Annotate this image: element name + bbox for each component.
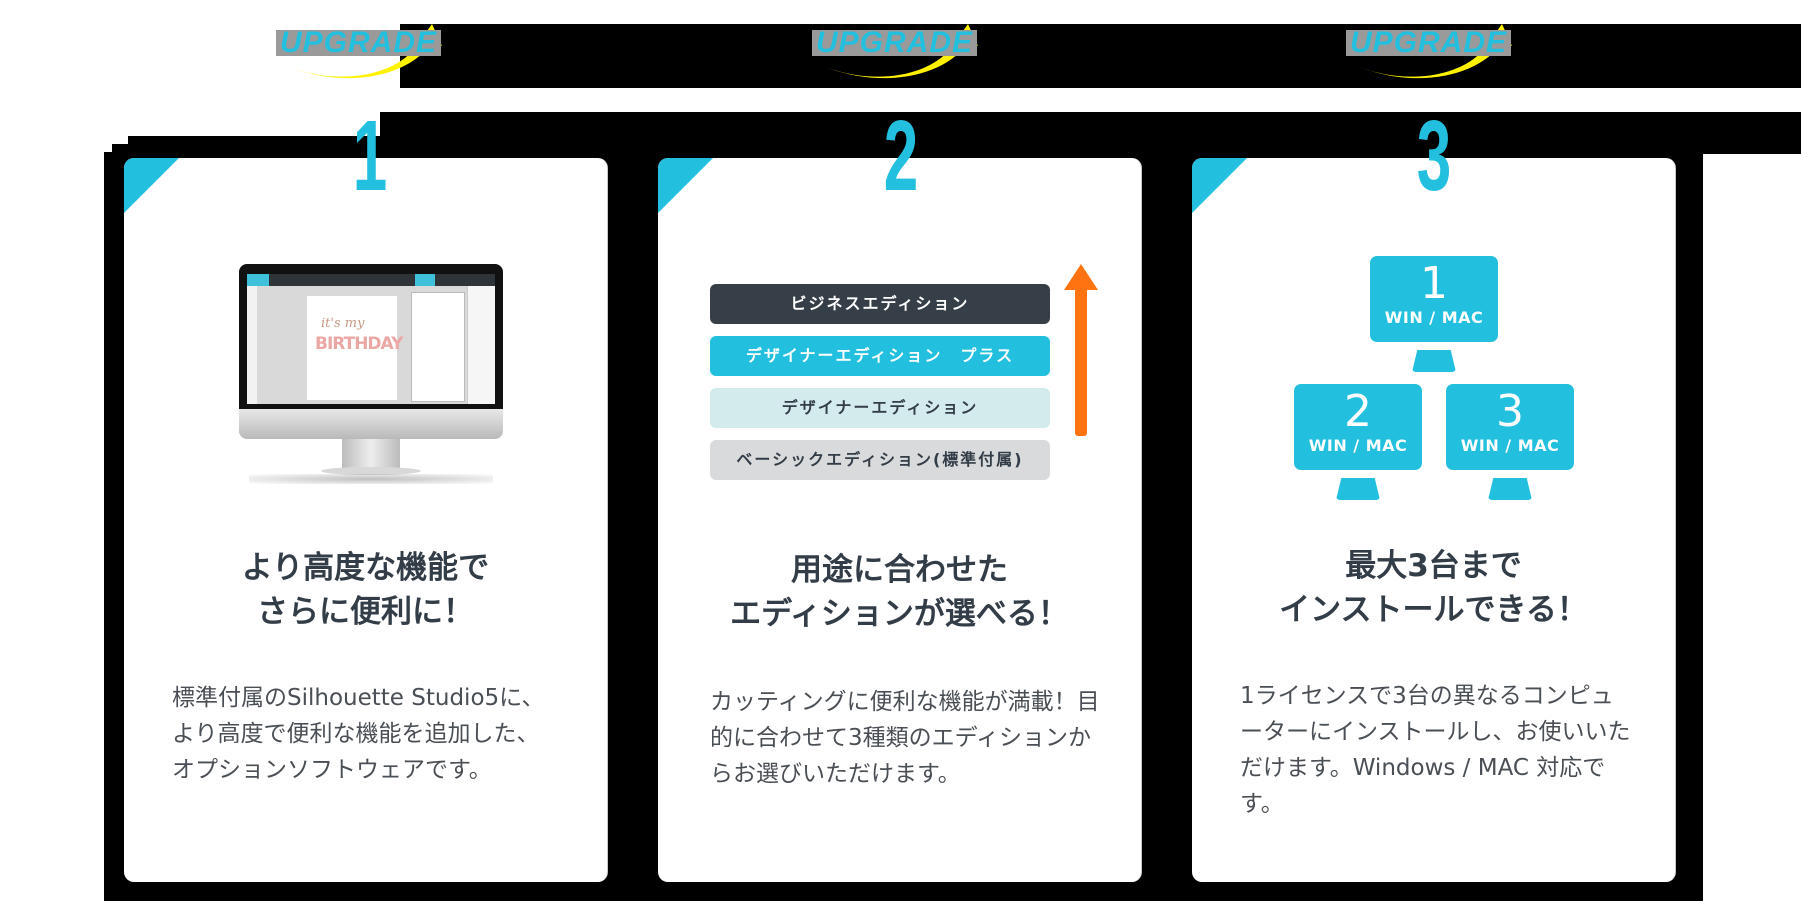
card-title-line2: さらに便利に！ (257, 594, 474, 630)
upgrade-label: UPGRADE (1346, 28, 1512, 58)
upgrade-badge-1: UPGRADE (272, 16, 462, 86)
card-corner-accent (658, 158, 713, 213)
monitor-screen: it's my BIRTHDAY (247, 274, 495, 404)
monitor-stand (342, 439, 400, 469)
app-right-toolbar (467, 286, 495, 404)
edition-business: ビジネスエディション (710, 284, 1050, 324)
card-title-line2: インストールできる！ (1279, 592, 1588, 628)
card-title: 最大3台まで インストールできる！ (1192, 544, 1675, 632)
computer-os: WIN / MAC (1384, 308, 1484, 327)
computer-stand (1488, 478, 1532, 500)
edition-designer: デザイナーエディション (710, 388, 1050, 428)
edition-designer-plus: デザイナーエディション プラス (710, 336, 1050, 376)
design-text-line1: it's my (321, 316, 365, 331)
card-description: 1ライセンスで3台の異なるコンピューターにインストールし、お使いいただけます。W… (1240, 683, 1631, 817)
computer-screen: 3 WIN / MAC (1446, 384, 1574, 470)
monitor-illustration: it's my BIRTHDAY (239, 264, 503, 488)
card-corner-accent (124, 158, 179, 213)
upgrade-badge-2: UPGRADE (808, 16, 998, 86)
card-title: 用途に合わせた エディションが選べる！ (658, 548, 1141, 636)
upgrade-arrow-shaft (1075, 286, 1087, 436)
computer-number: 3 (1496, 386, 1524, 437)
feature-card-3: 1 WIN / MAC 2 WIN / MAC 3 WIN / MAC 最大3台… (1192, 158, 1676, 882)
design-page: it's my BIRTHDAY (307, 296, 403, 400)
design-text-line2: BIRTHDAY (315, 334, 403, 354)
upgrade-label: UPGRADE (812, 28, 978, 58)
step-number-3: 3 (1416, 100, 1452, 212)
upgrade-label: UPGRADE (276, 28, 442, 58)
monitor-chin (239, 409, 503, 439)
monitor-base (321, 467, 421, 475)
computer-icon-1: 1 WIN / MAC (1370, 256, 1498, 381)
computer-stand (1336, 478, 1380, 500)
step-number-1: 1 (352, 100, 388, 212)
monitor-bezel: it's my BIRTHDAY (239, 264, 503, 409)
upgrade-swoosh-icon (1362, 24, 1512, 79)
edition-basic: ベーシックエディション(標準付属) (710, 440, 1050, 480)
computer-icon-3: 3 WIN / MAC (1446, 384, 1574, 509)
app-toolbar (247, 274, 495, 286)
feature-card-2: ビジネスエディション デザイナーエディション プラス デザイナーエディション ベ… (658, 158, 1142, 882)
card-title-line1: 最大3台まで (1345, 548, 1522, 584)
app-left-toolbar (247, 286, 257, 404)
card-title-line1: より高度な機能で (241, 550, 490, 586)
card-corner-accent (1192, 158, 1247, 213)
computer-icon-2: 2 WIN / MAC (1294, 384, 1422, 509)
computer-screen: 2 WIN / MAC (1294, 384, 1422, 470)
upgrade-badge-3: UPGRADE (1342, 16, 1532, 86)
step-number-2: 2 (883, 100, 919, 212)
card-title-line2: エディションが選べる！ (730, 596, 1069, 632)
computer-screen: 1 WIN / MAC (1370, 256, 1498, 342)
computer-os: WIN / MAC (1308, 436, 1408, 455)
artifact-band-top (400, 24, 1801, 88)
computer-number: 1 (1420, 258, 1448, 309)
card-description: 標準付属のSilhouette Studio5に、より高度で便利な機能を追加した… (172, 685, 545, 783)
monitor-shadow (249, 474, 493, 484)
upgrade-swoosh-icon (828, 24, 978, 79)
computer-stand (1412, 350, 1456, 372)
card-title: より高度な機能で さらに便利に！ (124, 546, 607, 634)
card-title-line1: 用途に合わせた (791, 552, 1008, 588)
upgrade-swoosh-icon (292, 24, 442, 79)
app-settings-panel (411, 292, 465, 402)
computer-number: 2 (1344, 386, 1372, 437)
feature-card-1: it's my BIRTHDAY より高度な機能で さらに便利に！ 標準付属のS… (124, 158, 608, 882)
computer-os: WIN / MAC (1460, 436, 1560, 455)
card-description: カッティングに便利な機能が満載！目的に合わせて3種類のエディションからお選びいた… (710, 689, 1100, 787)
upgrade-arrow-icon (1064, 264, 1098, 290)
